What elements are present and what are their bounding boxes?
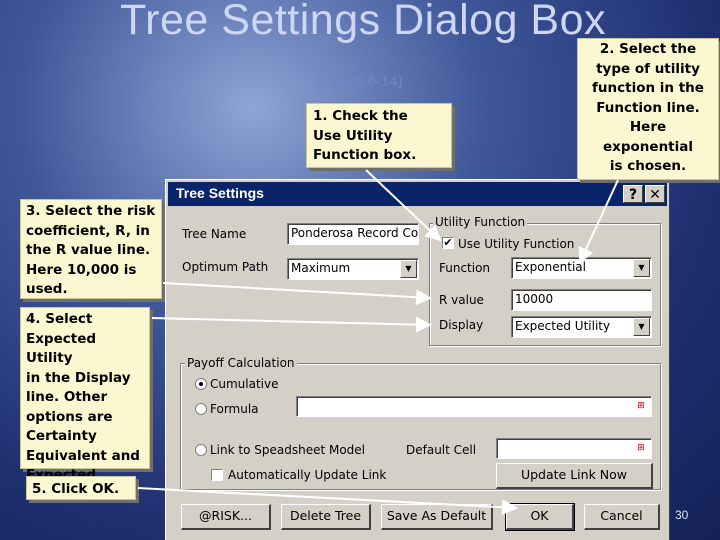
use-utility-checkbox[interactable]: ✔ bbox=[442, 236, 454, 249]
callout-line: line. Other bbox=[26, 389, 108, 405]
chevron-down-icon[interactable]: ▼ bbox=[400, 260, 417, 278]
callout-line: Function line. bbox=[596, 99, 700, 116]
callout-display: 4. Select Expected Utility in the Displa… bbox=[20, 307, 150, 503]
tree-name-input[interactable]: Ponderosa Record Co bbox=[287, 223, 419, 245]
close-icon: ✕ bbox=[649, 187, 661, 203]
save-as-default-button[interactable]: Save As Default bbox=[381, 504, 493, 530]
callout-line: coefficient, R, in bbox=[26, 222, 150, 239]
cell-reference-icon[interactable]: ⊞ bbox=[637, 443, 645, 453]
callout-line: 4. Select bbox=[26, 311, 93, 327]
chevron-down-icon[interactable]: ▼ bbox=[633, 259, 650, 277]
close-button[interactable]: ✕ bbox=[645, 185, 665, 203]
cumulative-label: Cumulative bbox=[210, 377, 279, 391]
callout-line: is chosen. bbox=[609, 158, 687, 174]
tree-name-label: Tree Name bbox=[182, 227, 247, 241]
callout-line: Equivalent and bbox=[26, 447, 140, 464]
callout-r-value: 3. Select the risk coefficient, R, in th… bbox=[20, 199, 162, 299]
slide-title: Tree Settings Dialog Box bbox=[120, 0, 607, 44]
cumulative-radio[interactable] bbox=[195, 378, 207, 390]
tree-settings-dialog: Tree Settings ? ✕ Tree Name Ponderosa Re… bbox=[165, 179, 670, 540]
delete-tree-button[interactable]: Delete Tree bbox=[281, 504, 371, 530]
r-value-label: R value bbox=[439, 293, 484, 307]
display-value: Expected Utility bbox=[515, 319, 611, 333]
callout-line: 1. Check the bbox=[313, 108, 408, 124]
function-value: Exponential bbox=[515, 260, 586, 274]
update-link-now-button[interactable]: Update Link Now bbox=[496, 463, 653, 489]
callout-line: options are bbox=[26, 408, 113, 425]
callout-use-utility: 1. Check the Use Utility Function box. bbox=[306, 103, 452, 168]
function-select[interactable]: Exponential ▼ bbox=[511, 257, 652, 279]
callout-line: the R value line. bbox=[26, 242, 151, 258]
formula-label: Formula bbox=[210, 402, 259, 416]
callout-line: Expected Utility bbox=[26, 330, 97, 367]
callout-function-type: 2. Select the type of utility function i… bbox=[577, 38, 719, 180]
display-label: Display bbox=[439, 318, 484, 332]
auto-update-checkbox[interactable] bbox=[211, 469, 223, 481]
function-label: Function bbox=[439, 261, 491, 275]
callout-line: function in the bbox=[592, 80, 704, 96]
callout-line: used. bbox=[26, 281, 68, 297]
cancel-button[interactable]: Cancel bbox=[584, 504, 660, 530]
callout-line: Use Utility bbox=[313, 127, 393, 144]
link-spreadsheet-label: Link to Speadsheet Model bbox=[210, 443, 366, 457]
callout-line: 3. Select the risk bbox=[26, 203, 156, 219]
use-utility-label: Use Utility Function bbox=[458, 237, 575, 251]
callout-line: type of utility bbox=[596, 60, 700, 77]
formula-input[interactable] bbox=[296, 396, 652, 417]
callout-line: Certainty bbox=[26, 428, 97, 444]
default-cell-input[interactable] bbox=[496, 438, 652, 459]
chevron-down-icon[interactable]: ▼ bbox=[633, 318, 650, 336]
dialog-title: Tree Settings bbox=[176, 185, 264, 201]
auto-update-label: Automatically Update Link bbox=[228, 468, 387, 482]
r-value-input[interactable]: 10000 bbox=[511, 289, 652, 311]
callout-line: 5. Click OK. bbox=[32, 481, 120, 497]
optimum-path-value: Maximum bbox=[291, 261, 351, 275]
default-cell-label: Default Cell bbox=[406, 443, 477, 457]
help-button[interactable]: ? bbox=[623, 185, 643, 203]
callout-line: Here exponential bbox=[603, 119, 693, 155]
callout-line: Here 10,000 is bbox=[26, 261, 137, 278]
utility-function-group-label: Utility Function bbox=[433, 215, 528, 229]
display-select[interactable]: Expected Utility ▼ bbox=[511, 316, 652, 338]
callout-line: Function box. bbox=[313, 147, 417, 163]
cell-reference-icon[interactable]: ⊞ bbox=[637, 401, 645, 411]
callout-line: in the Display bbox=[26, 369, 131, 386]
page-number: 30 bbox=[675, 508, 689, 522]
risk-button[interactable]: @RISK... bbox=[181, 504, 271, 530]
optimum-path-select[interactable]: Maximum ▼ bbox=[287, 258, 419, 280]
callout-click-ok: 5. Click OK. bbox=[26, 476, 136, 500]
figure-reference: (Figure 6-14) bbox=[316, 73, 403, 90]
callout-line: 2. Select the bbox=[599, 41, 697, 57]
dialog-titlebar: Tree Settings ? ✕ bbox=[168, 182, 667, 206]
ok-button[interactable]: OK bbox=[505, 503, 575, 531]
formula-radio[interactable] bbox=[195, 403, 207, 415]
payoff-calculation-group-label: Payoff Calculation bbox=[185, 356, 297, 370]
link-spreadsheet-radio[interactable] bbox=[195, 444, 207, 456]
optimum-path-label: Optimum Path bbox=[182, 260, 269, 274]
